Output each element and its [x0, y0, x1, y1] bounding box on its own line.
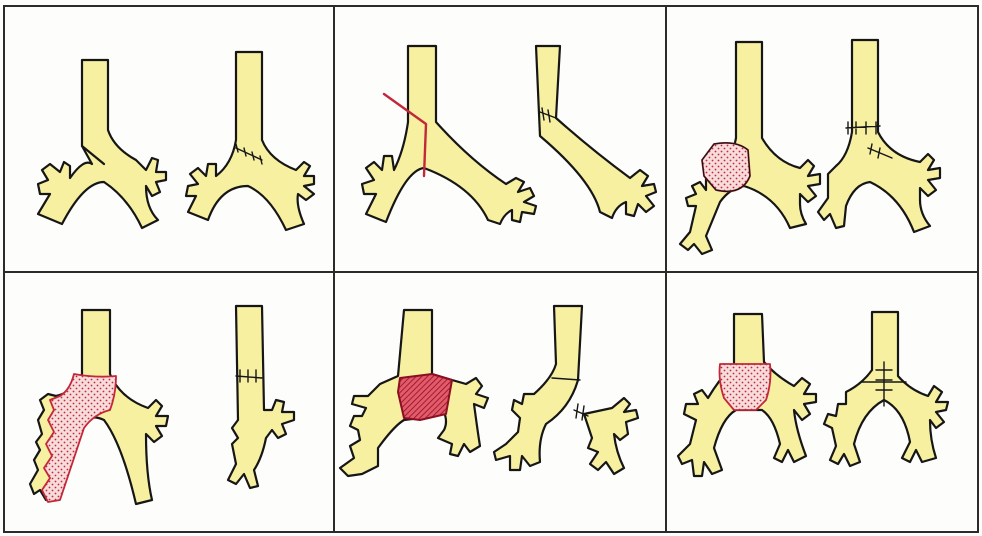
figure-canvas [0, 0, 982, 536]
tracheobronchial-resection-figure [0, 0, 982, 536]
